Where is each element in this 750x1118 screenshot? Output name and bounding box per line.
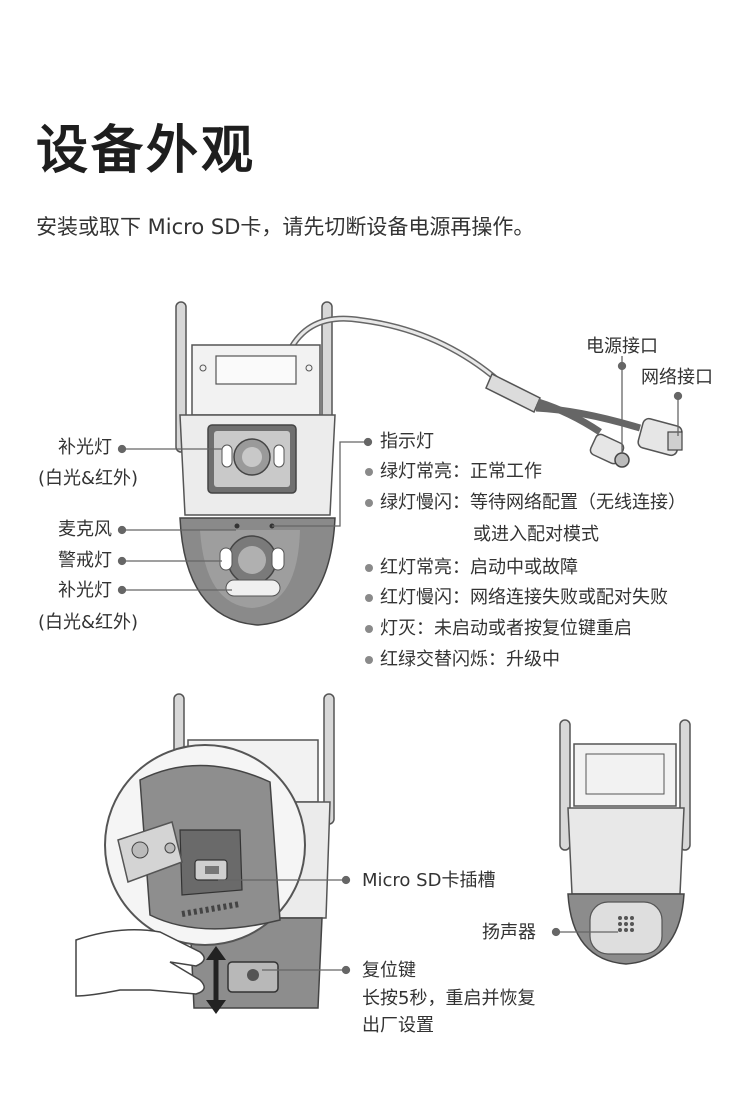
fill-light-note-2: (白光&红外)	[38, 612, 139, 633]
reset-label: 复位键	[362, 960, 416, 981]
indicator-item-cont: 或进入配对模式	[473, 524, 599, 545]
reset-desc-1: 长按5秒，重启并恢复	[362, 988, 536, 1009]
power-port-label: 电源接口	[586, 336, 658, 357]
page-title: 设备外观	[36, 121, 257, 181]
indicator-item: 绿灯慢闪：等待网络配置（无线连接）	[380, 492, 686, 513]
power-port-icon	[589, 433, 630, 468]
camera-front-illustration	[117, 301, 683, 664]
alert-light-label: 警戒灯	[58, 550, 112, 571]
fill-light-note: (白光&红外)	[38, 468, 139, 489]
speaker-grille-icon	[618, 916, 634, 932]
hand-icon	[75, 929, 205, 997]
network-port-icon	[637, 417, 683, 457]
speaker-label: 扬声器	[482, 922, 536, 943]
indicator-item: 红灯常亮：启动中或故障	[380, 557, 578, 578]
sd-slot-label: Micro SD卡插槽	[362, 870, 496, 891]
network-port-label: 网络接口	[641, 367, 713, 388]
fill-light-label: 补光灯	[58, 437, 112, 458]
indicator-item: 灯灭：未启动或者按复位键重启	[380, 618, 632, 639]
indicator-item: 绿灯常亮：正常工作	[380, 461, 542, 482]
reset-desc-2: 出厂设置	[362, 1015, 434, 1036]
indicator-item: 红绿交替闪烁：升级中	[380, 649, 560, 670]
fill-light-label-2: 补光灯	[58, 580, 112, 601]
indicator-item: 红灯慢闪：网络连接失败或配对失败	[380, 587, 668, 608]
page-subtitle: 安装或取下 Micro SD卡，请先切断设备电源再操作。	[36, 215, 535, 239]
microphone-label: 麦克风	[58, 519, 112, 540]
indicator-heading: 指示灯	[380, 431, 434, 452]
camera-rear-illustration	[551, 719, 691, 965]
camera-side-detail-illustration	[75, 693, 351, 1014]
